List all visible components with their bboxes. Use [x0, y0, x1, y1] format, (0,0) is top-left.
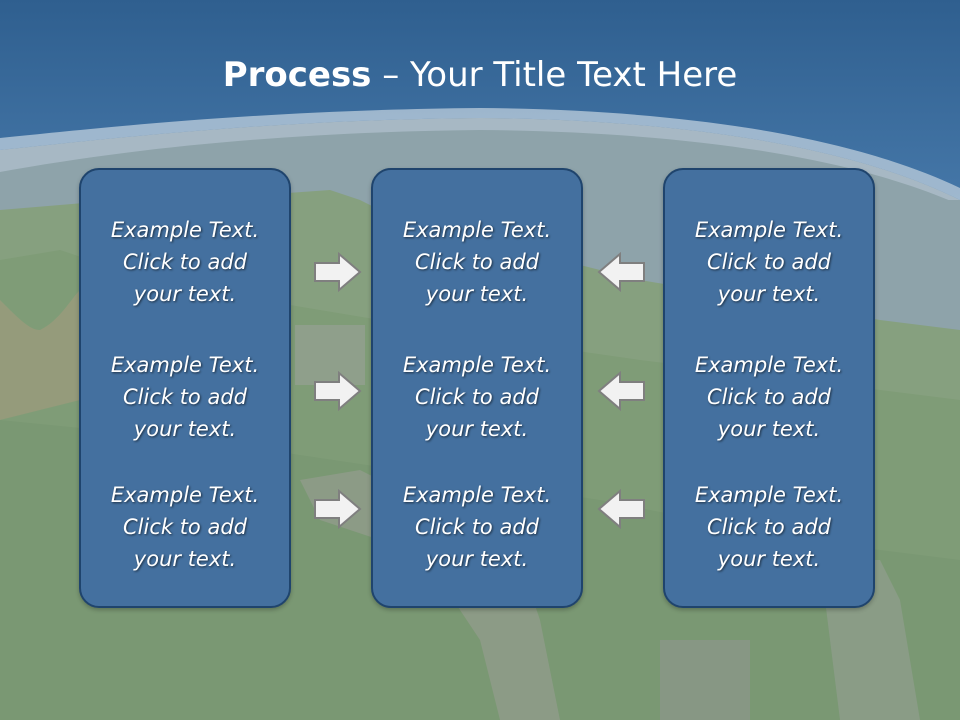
placeholder-line: your text. — [133, 282, 237, 306]
placeholder-line: Example Text. — [694, 218, 844, 242]
text-placeholder[interactable]: Example Text. Click to add your text. — [665, 479, 873, 575]
right-process-box[interactable]: Example Text. Click to add your text. Ex… — [663, 168, 875, 608]
placeholder-line: Click to add — [414, 515, 539, 539]
placeholder-line: your text. — [133, 417, 237, 441]
text-placeholder[interactable]: Example Text. Click to add your text. — [81, 214, 289, 310]
left-process-box[interactable]: Example Text. Click to add your text. Ex… — [79, 168, 291, 608]
placeholder-line: Example Text. — [110, 218, 260, 242]
placeholder-line: Click to add — [122, 385, 247, 409]
placeholder-line: Example Text. — [694, 353, 844, 377]
placeholder-line: Example Text. — [110, 353, 260, 377]
placeholder-line: your text. — [133, 547, 237, 571]
placeholder-line: your text. — [717, 282, 821, 306]
placeholder-line: Click to add — [706, 250, 831, 274]
right-arrow-icon[interactable] — [313, 252, 363, 292]
placeholder-line: your text. — [425, 417, 529, 441]
right-arrow-icon[interactable] — [313, 371, 363, 411]
placeholder-line: your text. — [717, 417, 821, 441]
left-arrow-icon[interactable] — [596, 489, 646, 529]
placeholder-line: Example Text. — [110, 483, 260, 507]
text-placeholder[interactable]: Example Text. Click to add your text. — [373, 479, 581, 575]
title-regular-text: – Your Title Text Here — [371, 55, 738, 95]
placeholder-line: your text. — [425, 282, 529, 306]
placeholder-line: Click to add — [706, 385, 831, 409]
text-placeholder[interactable]: Example Text. Click to add your text. — [81, 479, 289, 575]
placeholder-line: Click to add — [414, 385, 539, 409]
placeholder-line: Click to add — [414, 250, 539, 274]
text-placeholder[interactable]: Example Text. Click to add your text. — [81, 349, 289, 445]
placeholder-line: Click to add — [122, 250, 247, 274]
slide-title[interactable]: Process – Your Title Text Here — [0, 54, 960, 96]
title-bold-text: Process — [222, 55, 372, 95]
left-arrow-icon[interactable] — [596, 371, 646, 411]
placeholder-line: your text. — [717, 547, 821, 571]
placeholder-line: Click to add — [122, 515, 247, 539]
placeholder-line: Click to add — [706, 515, 831, 539]
placeholder-line: Example Text. — [694, 483, 844, 507]
text-placeholder[interactable]: Example Text. Click to add your text. — [665, 349, 873, 445]
right-arrow-icon[interactable] — [313, 489, 363, 529]
placeholder-line: Example Text. — [402, 483, 552, 507]
placeholder-line: your text. — [425, 547, 529, 571]
text-placeholder[interactable]: Example Text. Click to add your text. — [373, 214, 581, 310]
center-process-box[interactable]: Example Text. Click to add your text. Ex… — [371, 168, 583, 608]
placeholder-line: Example Text. — [402, 353, 552, 377]
text-placeholder[interactable]: Example Text. Click to add your text. — [665, 214, 873, 310]
text-placeholder[interactable]: Example Text. Click to add your text. — [373, 349, 581, 445]
header-banner — [0, 0, 960, 200]
left-arrow-icon[interactable] — [596, 252, 646, 292]
placeholder-line: Example Text. — [402, 218, 552, 242]
